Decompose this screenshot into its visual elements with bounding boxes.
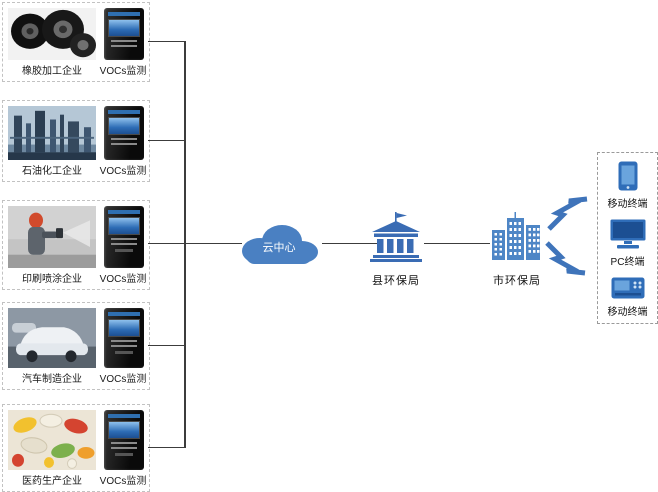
terminal-label-pc: PC终端 [610,257,645,268]
connector-petro-to-bus [148,140,186,141]
connector-rubber-to-bus [148,41,186,42]
bus-line [184,41,186,448]
device-logo-strip [115,351,133,354]
county-epa-node: 县环保局 [366,212,426,288]
enterprise-name-label: 石油化工企业 [22,166,82,177]
handheld-terminal-icon [611,277,644,299]
enterprise-node-pharma: 医药生产企业 VOCs监测 [2,404,150,492]
device-header-strip [108,312,140,316]
device-screen [108,19,140,37]
cloud-to-county-line [322,243,377,244]
device-text-line [111,45,137,47]
connector-auto-to-bus [148,345,186,346]
spray-painting-worker-photo [8,206,96,268]
device-text-line [111,238,137,240]
device-header-strip [108,414,140,418]
enterprise-node-rubber: 橡胶加工企业 VOCs监测 [2,2,150,82]
device-text-line [111,143,137,145]
vocs-monitor-label: VOCs监测 [99,166,147,177]
device-header-strip [108,12,140,16]
vocs-monitor-device [104,8,144,60]
county-epa-label: 县环保局 [372,275,420,287]
cloud-icon [242,225,318,264]
device-text-line [111,447,137,449]
lightning-bolt-down-icon [545,241,586,276]
cloud-center-node: 云中心 [236,220,322,268]
connector-printing-to-bus [148,243,186,244]
enterprise-name-label: 印刷喷涂企业 [22,274,82,285]
device-text-line [111,40,137,42]
vocs-monitor-label: VOCs监测 [99,374,147,385]
vocs-monitor-device [104,106,144,160]
city-buildings-icon [492,212,540,260]
car-factory-photo [8,308,96,368]
vocs-monitor-device [104,308,144,368]
pills-photo [8,410,96,470]
enterprise-name-label: 橡胶加工企业 [22,66,82,77]
bus-to-cloud-line [186,243,242,244]
enterprise-name-label: 医药生产企业 [22,476,82,487]
connector-pharma-to-bus [148,447,186,448]
terminal-label-mobile-1: 移动终端 [607,199,648,210]
device-screen [108,319,140,337]
device-header-strip [108,110,140,114]
enterprise-name-label: 汽车制造企业 [22,374,82,385]
device-screen [108,421,140,439]
device-screen [108,217,140,235]
vocs-monitor-device [104,206,144,268]
cloud-center-label: 云中心 [262,242,296,254]
pc-monitor-icon [610,219,645,249]
terminal-label-mobile-2: 移动终端 [607,307,648,318]
city-epa-label: 市环保局 [493,275,541,287]
vocs-monitor-device [104,410,144,470]
device-logo-strip [115,453,133,456]
county-to-city-line [424,243,490,244]
vocs-monitor-label: VOCs监测 [99,66,147,77]
mobile-phone-icon [618,161,637,191]
enterprise-node-automobile: 汽车制造企业 VOCs监测 [2,302,150,390]
enterprise-node-petrochemical: 石油化工企业 VOCs监测 [2,100,150,182]
terminal-panel: 移动终端 PC终端 移动终端 [597,152,658,324]
petrochemical-plant-photo [8,106,96,160]
device-logo-strip [115,249,133,252]
tires-photo [8,8,96,60]
city-epa-node: 市环保局 [488,210,546,288]
device-text-line [111,442,137,444]
device-text-line [111,340,137,342]
device-text-line [111,243,137,245]
device-text-line [111,138,137,140]
lightning-bolt-up-icon [547,196,588,231]
device-screen [108,117,140,135]
device-header-strip [108,210,140,214]
government-building-icon [370,212,422,262]
vocs-monitor-label: VOCs监测 [99,274,147,285]
enterprise-node-printing: 印刷喷涂企业 VOCs监测 [2,200,150,290]
device-text-line [111,345,137,347]
vocs-monitor-label: VOCs监测 [99,476,147,487]
